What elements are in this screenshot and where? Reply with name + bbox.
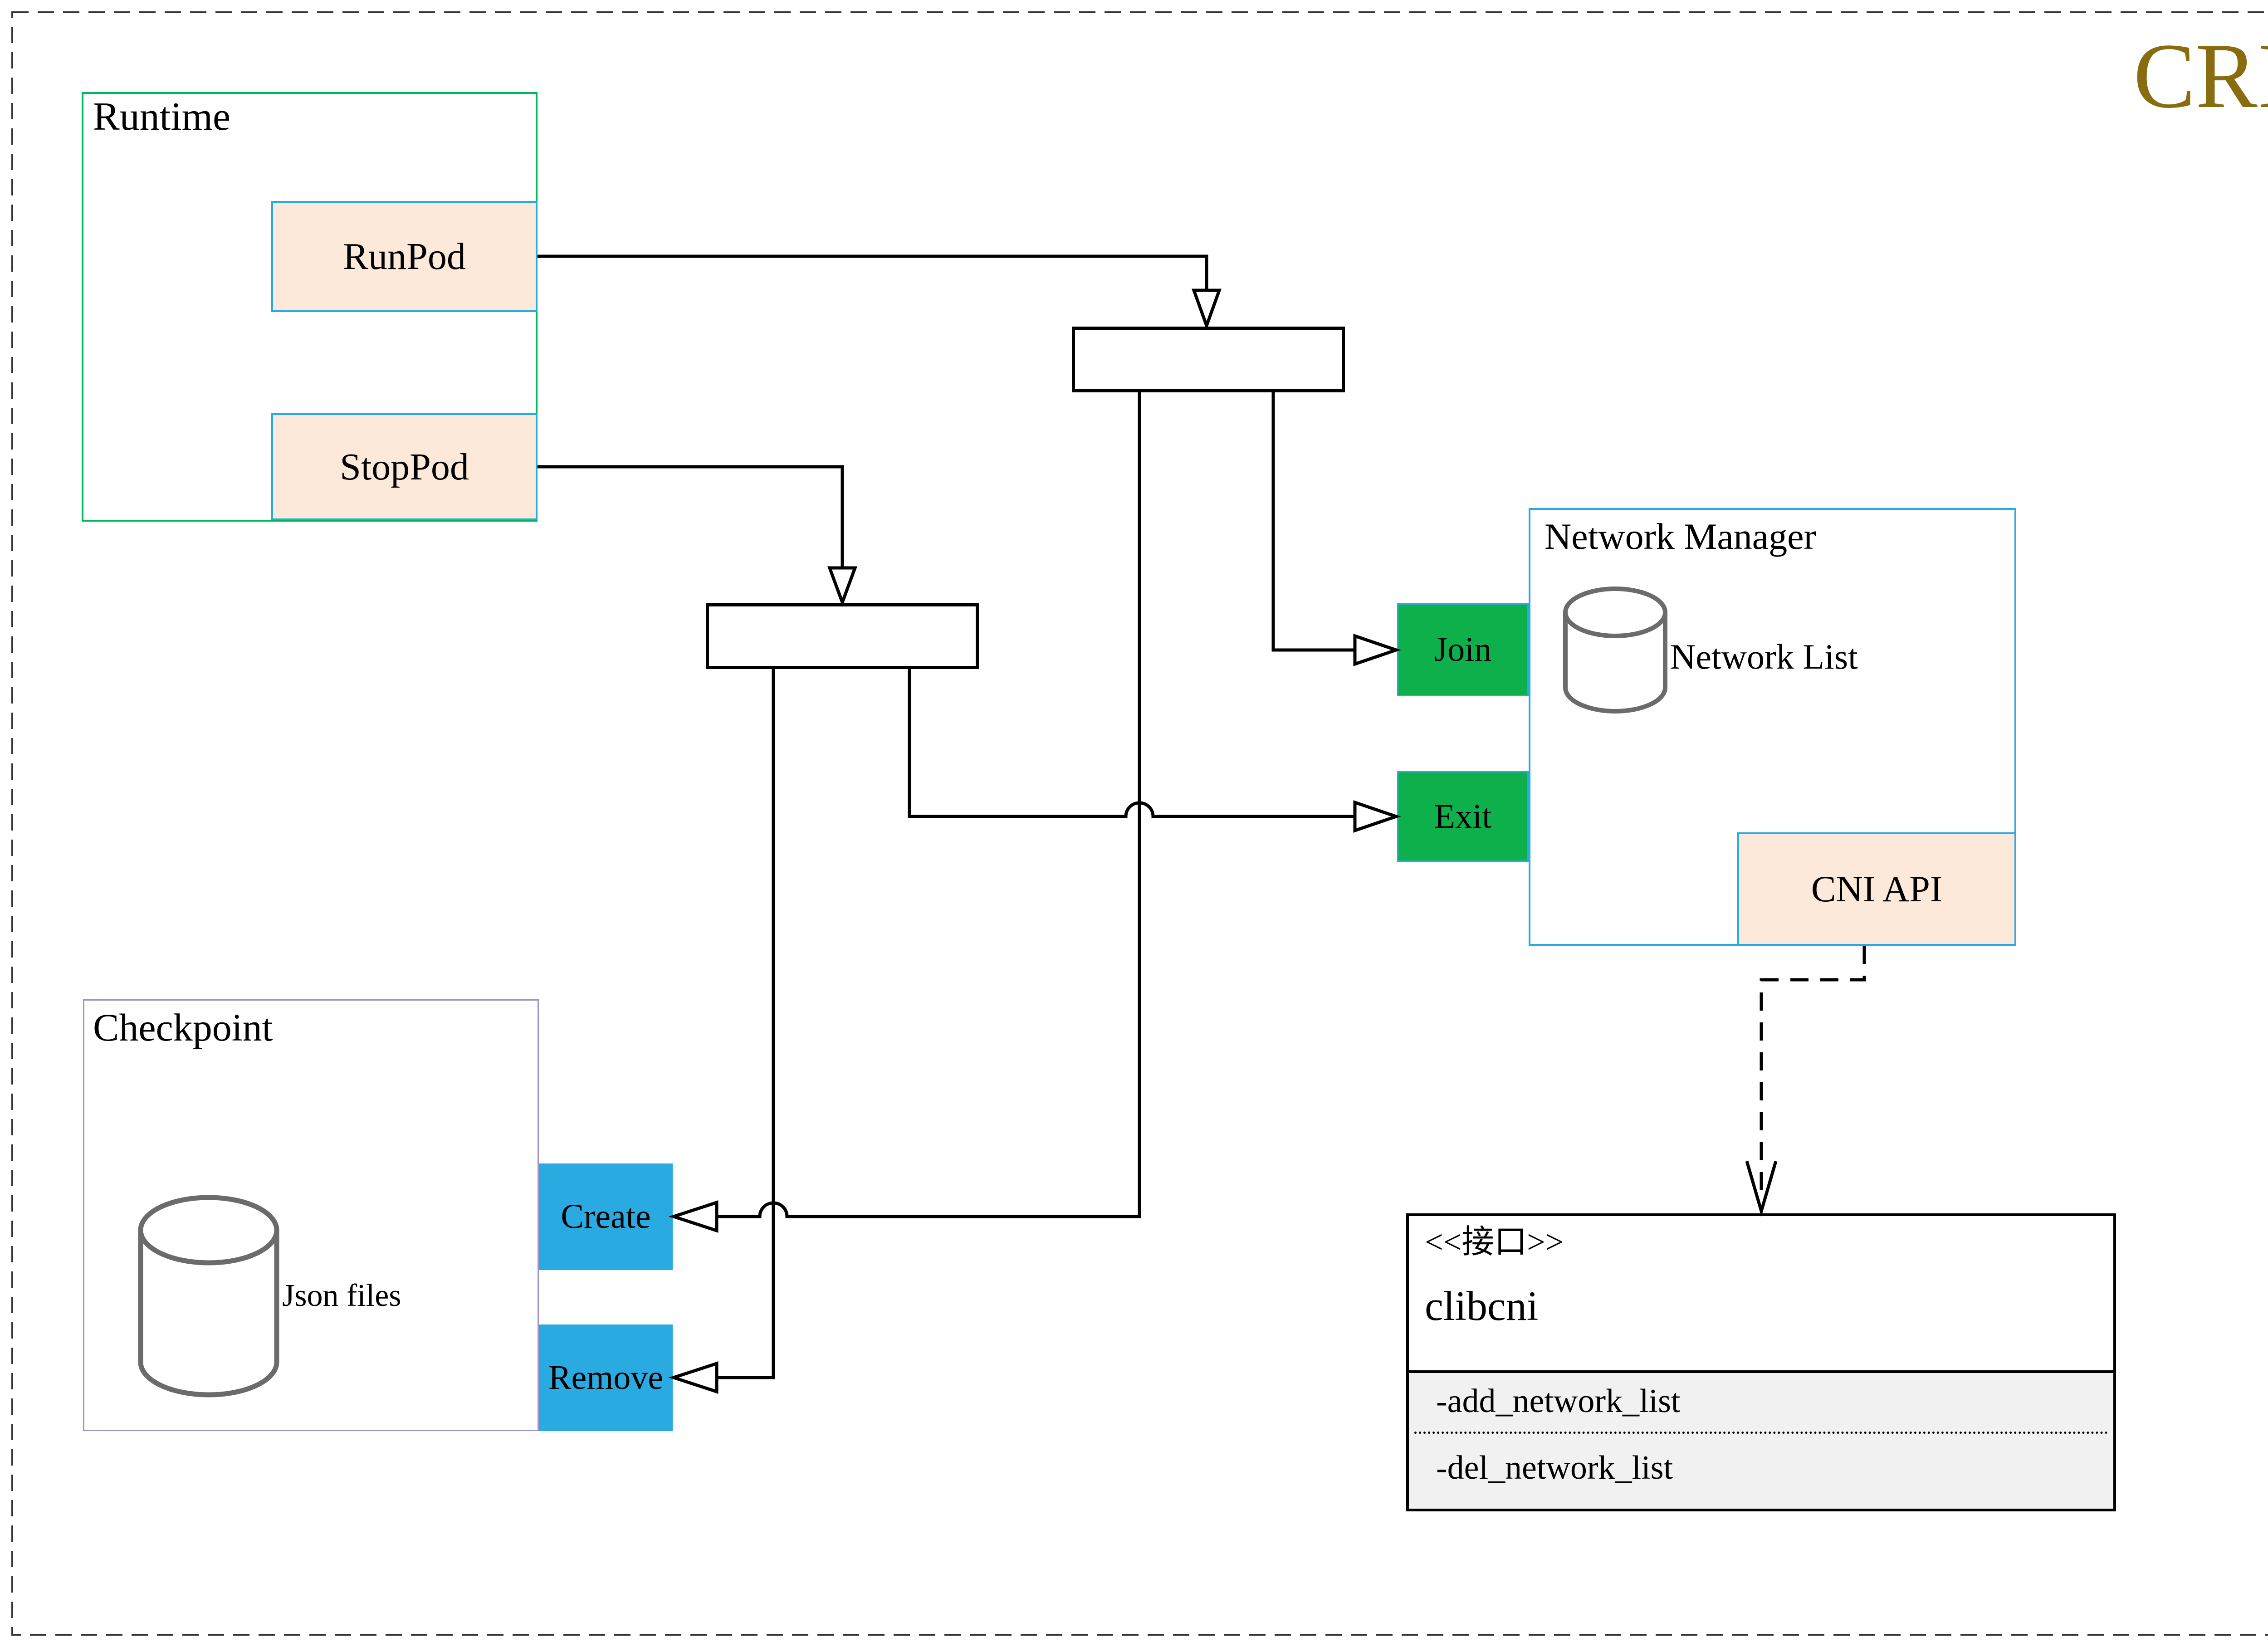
node-join: Join: [1397, 603, 1529, 696]
json-files-label: Json files: [282, 1278, 401, 1313]
node-exit: Exit: [1397, 771, 1529, 862]
connector-runpod-to-junction: [538, 254, 1222, 331]
node-exit-label: Exit: [1434, 797, 1492, 836]
node-cni-api: CNI API: [1737, 832, 2016, 946]
interface-method-del: -del_network_list: [1436, 1449, 1673, 1486]
interface-method-add: -add_network_list: [1436, 1383, 1681, 1420]
arrowhead-down-icon: [827, 566, 858, 607]
network-manager-title: Network Manager: [1545, 516, 1816, 557]
node-remove: Remove: [539, 1324, 673, 1431]
interface-name: clibcni: [1425, 1283, 1539, 1329]
network-list-label: Network List: [1670, 637, 1858, 676]
arrowhead-right-icon: [1353, 634, 1401, 666]
connector-junction-to-join: [1271, 392, 1401, 666]
junction-node-stoppod: [706, 603, 979, 669]
page-title: CRI: [2133, 24, 2268, 127]
connector-junction-to-create: [668, 392, 1141, 1233]
node-join-label: Join: [1434, 630, 1492, 669]
node-create-label: Create: [561, 1197, 651, 1236]
database-cylinder-icon: [1563, 586, 1667, 714]
node-create: Create: [539, 1163, 673, 1270]
interface-divider: [1409, 1370, 2113, 1373]
connector-junction-to-exit: [908, 669, 1401, 833]
junction-node-runpod: [1072, 327, 1345, 392]
interface-dotted-divider: [1414, 1432, 2108, 1434]
arrowhead-left-icon: [668, 1200, 719, 1233]
interface-stereotype: <<接口>>: [1425, 1224, 1564, 1260]
node-runpod: RunPod: [271, 201, 538, 312]
node-stoppod: StopPod: [271, 413, 538, 520]
checkpoint-title: Checkpoint: [93, 1006, 273, 1049]
arrowhead-down-icon: [1192, 288, 1222, 331]
database-cylinder-icon: [138, 1195, 279, 1398]
interface-clibcni: <<接口>> clibcni -add_network_list -del_ne…: [1406, 1213, 2116, 1511]
node-stoppod-label: StopPod: [340, 445, 469, 488]
connector-cniapi-to-clibcni: [1745, 946, 1866, 1217]
node-runpod-label: RunPod: [343, 235, 466, 278]
connector-stoppod-to-junction: [538, 465, 858, 607]
runtime-title: Runtime: [93, 95, 231, 139]
arrowhead-left-icon: [668, 1361, 719, 1394]
node-remove-label: Remove: [548, 1359, 664, 1397]
arrowhead-right-icon: [1353, 800, 1401, 833]
node-cni-api-label: CNI API: [1811, 868, 1943, 909]
connector-junction-to-remove: [668, 669, 775, 1394]
arrowhead-open-down-icon: [1745, 1161, 1778, 1217]
